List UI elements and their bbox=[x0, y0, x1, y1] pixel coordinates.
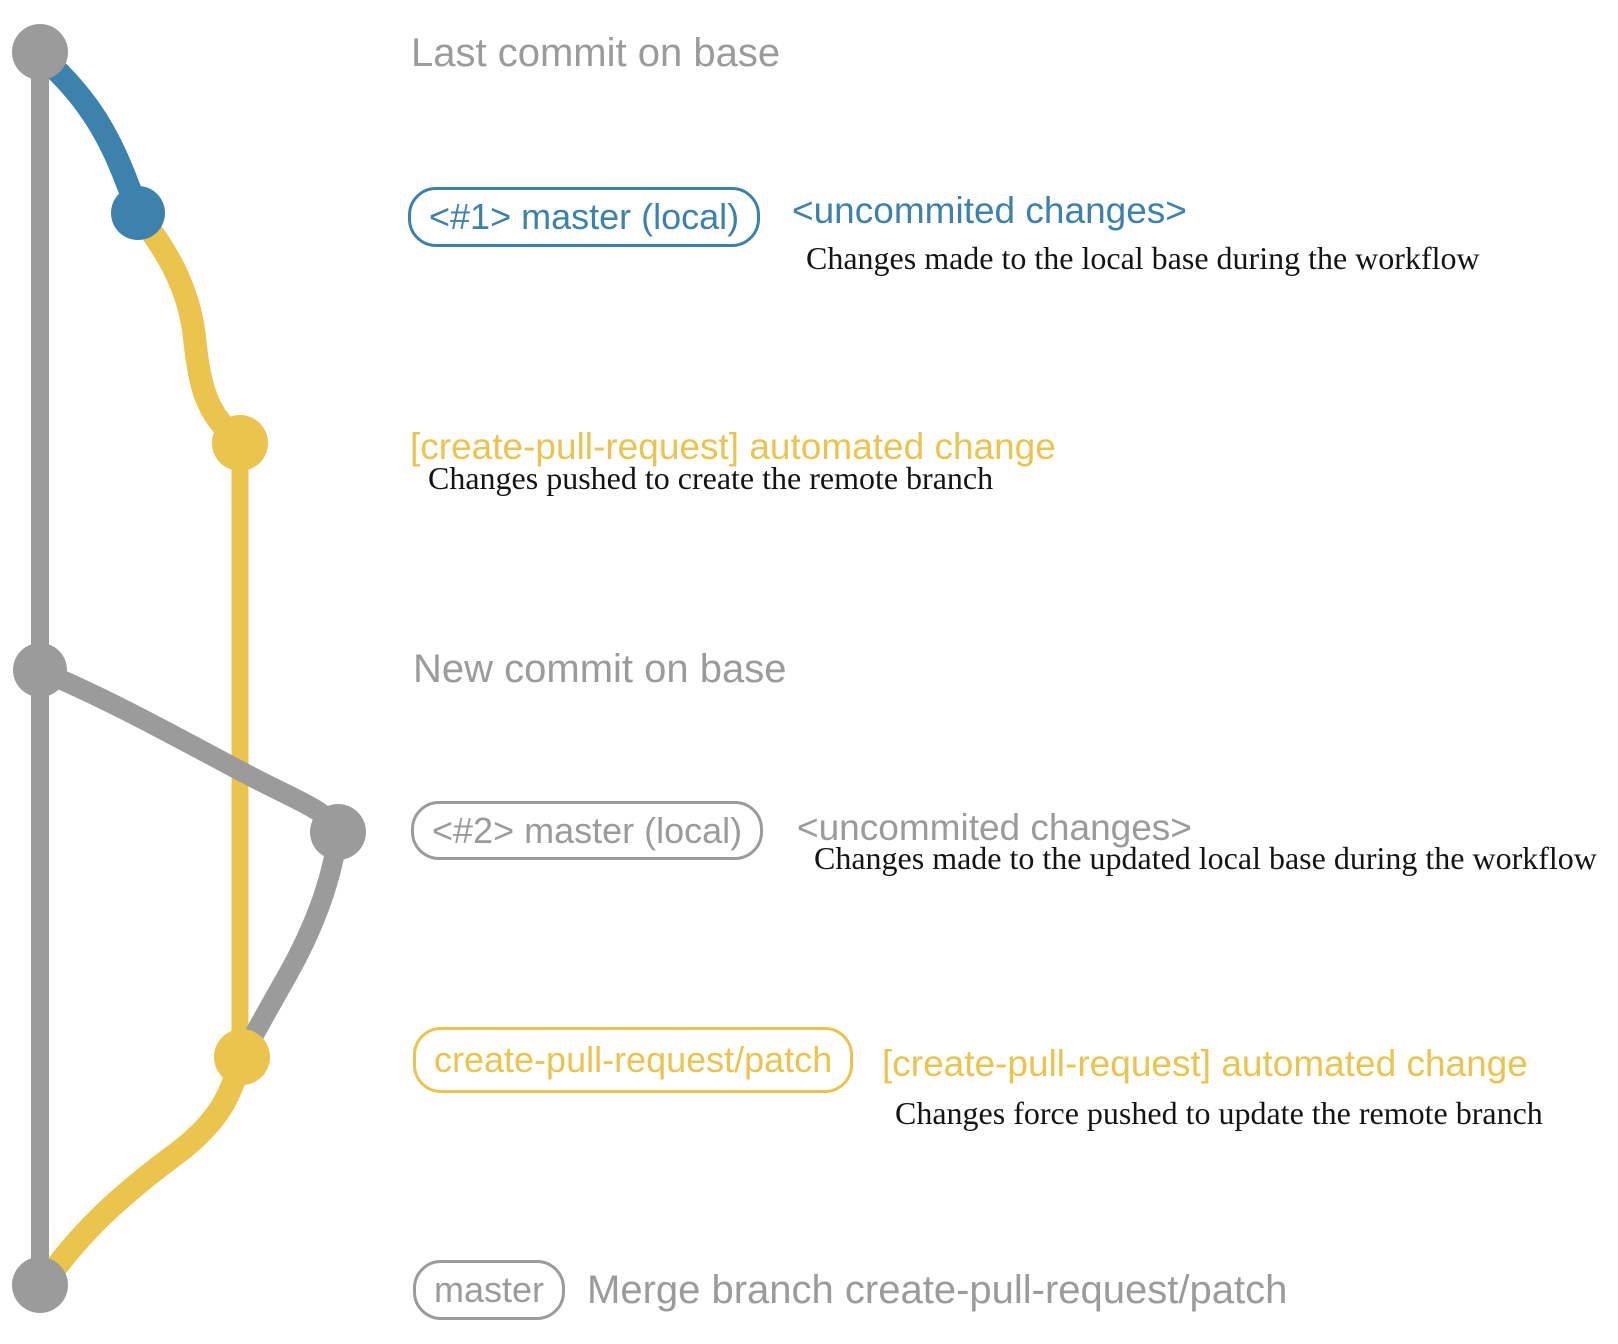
branch-badge-create-pull-request-patch: create-pull-request/patch bbox=[413, 1027, 854, 1093]
curve-base-to-local-1 bbox=[28, 43, 150, 223]
curve-local-2-to-remote-2 bbox=[236, 823, 348, 1059]
commit-node-remote-2 bbox=[214, 1029, 270, 1085]
curve-remote-to-merge bbox=[34, 1046, 253, 1293]
branch-badge-master-local-2: <#2> master (local) bbox=[411, 801, 764, 860]
commit-node-remote-1 bbox=[212, 415, 268, 471]
commit-node-merge bbox=[12, 1257, 68, 1313]
commit-node-new-base bbox=[13, 643, 67, 697]
desc-remote-commit-1: Changes pushed to create the remote bran… bbox=[428, 460, 994, 496]
desc-local-commit-2: Changes made to the updated local base d… bbox=[814, 840, 1597, 876]
note-uncommited-changes-2: <uncommited changes> bbox=[797, 807, 1192, 848]
branch-badge-master: master bbox=[413, 1260, 566, 1320]
curve-base-to-local-2 bbox=[31, 661, 348, 841]
label-last-commit-on-base: Last commit on base bbox=[411, 31, 781, 75]
label-new-commit-on-base: New commit on base bbox=[413, 647, 787, 691]
desc-remote-commit-2: Changes force pushed to update the remot… bbox=[895, 1095, 1543, 1131]
label-automated-change-2: [create-pull-request] automated change bbox=[882, 1043, 1528, 1084]
label-automated-change-1: [create-pull-request] automated change bbox=[410, 426, 1056, 467]
commit-node-local-1 bbox=[111, 186, 165, 240]
curve-local-1-to-remote-1 bbox=[127, 203, 251, 453]
commit-node-last-base bbox=[12, 24, 68, 80]
commit-node-local-2 bbox=[310, 804, 366, 860]
label-merge-branch: Merge branch create-pull-request/patch bbox=[587, 1268, 1288, 1312]
desc-local-commit-1: Changes made to the local base during th… bbox=[806, 240, 1480, 276]
branch-badge-master-local-1: <#1> master (local) bbox=[408, 187, 761, 247]
note-uncommited-changes-1: <uncommited changes> bbox=[792, 190, 1187, 231]
